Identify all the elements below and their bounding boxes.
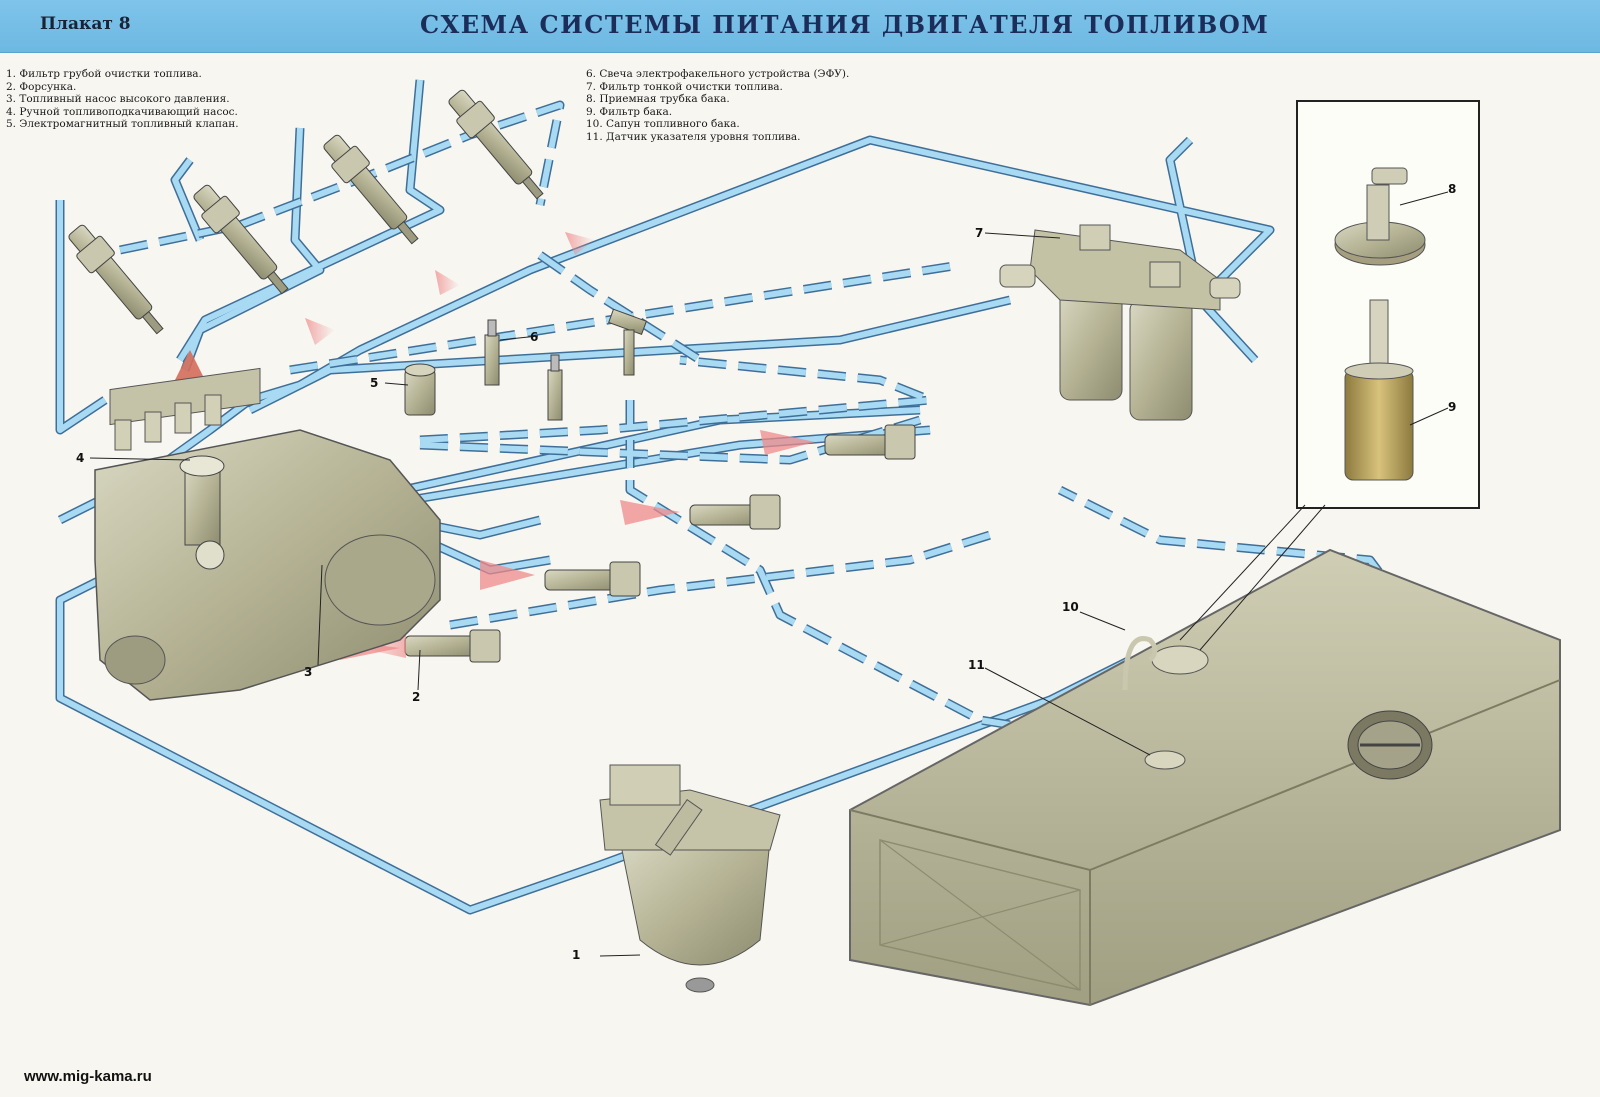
legend-item: 8. Приемная трубка бака. — [586, 93, 730, 105]
legend-item: 1. Фильтр грубой очистки топлива. — [6, 68, 202, 80]
return-fuel-lines — [119, 100, 1405, 765]
legend-item: 10. Сапун топливного бака. — [586, 118, 740, 130]
footer-url: www.mig-kama.ru — [24, 1068, 152, 1085]
lower-injectors — [340, 424, 916, 663]
legend-item: 6. Свеча электрофакельного устройства (Э… — [586, 68, 850, 80]
injector-icon — [193, 184, 289, 295]
callout-1: 1 — [572, 948, 581, 962]
callout-6: 6 — [530, 330, 539, 344]
high-pressure-pump — [94, 367, 441, 701]
callout-7: 7 — [975, 226, 984, 240]
legend-item: 3. Топливный насос высокого давления. — [6, 93, 230, 105]
poster-number: Плакат 8 — [40, 14, 131, 34]
legend-item: 4. Ручной топливоподкачивающий насос. — [6, 105, 238, 118]
upper-injectors — [68, 89, 595, 380]
callout-3: 3 — [304, 665, 313, 679]
injector-icon — [448, 89, 544, 200]
poster-header: Плакат 8 СХЕМА СИСТЕМЫ ПИТАНИЯ ДВИГАТЕЛЯ… — [0, 0, 1600, 53]
legend-item: 7. Фильтр тонкой очистки топлива. — [586, 80, 783, 93]
callout-2: 2 — [412, 690, 421, 704]
legend-left: 1. Фильтр грубой очистки топлива. 2. Фор… — [6, 68, 239, 131]
injector-icon — [68, 224, 164, 335]
legend-item: 11. Датчик указателя уровня топлива. — [586, 130, 801, 143]
legend-right: 6. Свеча электрофакельного устройства (Э… — [586, 68, 849, 143]
injector-icon — [323, 134, 419, 245]
inset-parts — [1334, 167, 1426, 481]
callout-10: 10 — [1062, 600, 1079, 614]
leader-lines — [89, 191, 1449, 957]
callout-11: 11 — [968, 658, 985, 672]
coarse-fuel-filter — [599, 764, 781, 993]
tee-fitting — [608, 308, 648, 376]
poster-title: СХЕМА СИСТЕМЫ ПИТАНИЯ ДВИГАТЕЛЯ ТОПЛИВОМ — [420, 10, 1270, 39]
fine-fuel-filter — [999, 224, 1241, 421]
callout-5: 5 — [370, 376, 379, 390]
injector-icon — [689, 494, 781, 530]
legend-item: 5. Электромагнитный топливный клапан. — [6, 118, 239, 130]
callout-8: 8 — [1448, 182, 1457, 196]
legend-item: 9. Фильтр бака. — [586, 105, 673, 118]
fuel-tank — [849, 548, 1561, 1007]
callout-9: 9 — [1448, 400, 1457, 414]
injector-icon — [544, 561, 641, 597]
injector-icon — [824, 424, 916, 460]
solenoid-valve — [404, 363, 436, 416]
legend-item: 2. Форсунка. — [6, 80, 77, 93]
glow-plugs — [484, 319, 563, 421]
callout-4: 4 — [76, 451, 85, 465]
